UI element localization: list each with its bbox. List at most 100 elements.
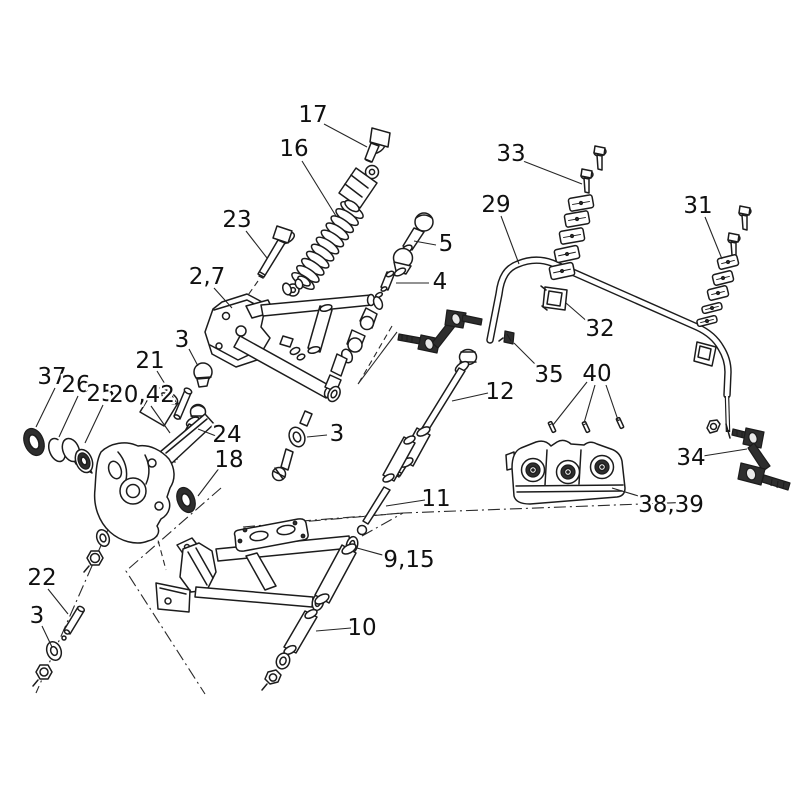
label-pivot-bolt: 23: [222, 207, 251, 233]
rubber-block: [567, 194, 595, 212]
leader-bearing: [84, 404, 104, 444]
label-bearing: 25: [86, 381, 115, 407]
rubber-block: [553, 244, 581, 264]
label-washer-lower: 3: [30, 603, 45, 629]
leader-ball-cap-upper: [188, 348, 199, 367]
label-roll-pins: 40: [582, 361, 611, 387]
bracket-bushings: [520, 454, 615, 485]
part-dust-washer-18: [176, 486, 196, 514]
part-bearing-25: [61, 437, 94, 474]
leader-roll-pins: [605, 384, 619, 421]
leader-knuckle-bolt: [197, 428, 217, 437]
part-bar-clip-35: [498, 330, 515, 345]
leader-knuckle-assembly: [150, 405, 171, 434]
rubber-block: [558, 227, 586, 245]
leader-mount-bolts: [522, 160, 583, 185]
label-pivot-rod: 11: [421, 486, 450, 512]
label-lower-pin: 22: [27, 565, 56, 591]
leader-seal-ring: [35, 387, 56, 428]
label-seal-ring: 37: [37, 364, 66, 390]
leader-stabilizer-bar: [500, 215, 520, 265]
part-washer-3-mid: [271, 410, 313, 482]
part-shock-absorber: [286, 164, 380, 297]
label-dust-washer: 18: [214, 447, 243, 473]
leader-swing-arm-sleeve: [356, 547, 398, 560]
part-mount-stack-33: [548, 145, 607, 281]
shock-spring: [291, 200, 364, 291]
construction-axis-cone-stack: [356, 325, 393, 387]
part-washer-3-lower: [45, 641, 63, 661]
construction-link-attach: [357, 331, 398, 385]
leader-mount-bracket: [611, 487, 656, 502]
rubber-block: [716, 254, 740, 270]
part-top-plate: [233, 518, 309, 552]
part-pivot-bolt-23: [257, 225, 296, 279]
part-pivot-rod-11: [356, 435, 416, 536]
part-bar-clamp-32: [540, 285, 568, 311]
label-bar-clip: 35: [534, 362, 563, 388]
leader-washer-mid: [306, 434, 328, 438]
rubber-blocks-31: [696, 254, 740, 328]
construction-boundary-wedge: [125, 487, 222, 695]
label-shock-absorber: 16: [279, 136, 308, 162]
part-knuckle-nut: [83, 550, 104, 573]
leader-clamp-stack-right: [704, 216, 723, 260]
leader-shoulder-bolt: [413, 240, 437, 246]
leader-pivot-pin: [156, 370, 177, 403]
part-shock-upper-bolt: [364, 127, 391, 163]
part-knuckle-2042: [93, 413, 215, 544]
label-clamp-stack-right: 31: [683, 193, 712, 219]
label-knuckle-bolt: 24: [212, 422, 241, 448]
leader-snap-ring: [58, 395, 79, 438]
roll-pin: [547, 420, 557, 434]
part-lower-pin-22: [61, 605, 86, 641]
label-ball-cap-upper: 3: [175, 327, 190, 353]
label-mount-bolts: 33: [496, 141, 525, 167]
rubber-block: [548, 261, 576, 281]
label-stabilizer-link: 34: [676, 445, 705, 471]
leader-washer-lower: [41, 625, 53, 648]
rubber-block: [563, 210, 591, 228]
part-stabilizer-bar-29: [486, 256, 732, 439]
part-ball-cap-3: [193, 362, 213, 388]
leader-upper-a-arm: [213, 287, 233, 309]
bracket-bushing: [520, 457, 546, 483]
part-bar-nut: [706, 419, 721, 434]
leader-shock-absorber: [301, 160, 337, 217]
part-bushing-4: [374, 270, 395, 299]
label-lower-sleeve: 10: [347, 615, 376, 641]
leader-pivot-bolt: [245, 230, 268, 259]
label-bar-clamp: 32: [585, 316, 614, 342]
leader-lower-sleeve: [315, 627, 352, 632]
rubber-block: [696, 314, 718, 328]
leader-roll-pins: [552, 381, 588, 426]
label-stabilizer-bar: 29: [481, 192, 510, 218]
part-sleeve-915: [314, 543, 357, 605]
label-pivot-pin: 21: [135, 348, 164, 374]
part-pivot-pin-21: [173, 387, 193, 420]
rubber-block: [706, 285, 730, 301]
part-knuckle-washer: [95, 529, 111, 547]
leader-shock-upper-bolt: [323, 123, 368, 148]
bracket-bushing: [555, 459, 581, 485]
label-long-bolt: 12: [485, 379, 514, 405]
part-bushing-stack: [324, 296, 384, 403]
construction-layer: [35, 280, 696, 695]
part-ball-bushing: [392, 247, 414, 277]
rubber-blocks-33: [548, 194, 595, 281]
rubber-block: [701, 301, 723, 315]
part-link-left: [397, 309, 483, 354]
label-shoulder-bolt: 5: [439, 231, 454, 257]
leader-roll-pins: [583, 384, 596, 424]
part-sleeve-20: [139, 387, 179, 427]
part-bolt-5: [401, 212, 434, 254]
part-clamp-stack-31: [693, 205, 752, 367]
leader-bar-clamp: [565, 302, 590, 324]
label-swing-arm-sleeve: 9,15: [383, 547, 434, 573]
bracket-bushing: [589, 454, 615, 480]
part-stabilizer-link-34: [731, 427, 791, 491]
leader-stabilizer-link: [702, 448, 748, 457]
label-spacer-bushing: 4: [433, 269, 448, 295]
